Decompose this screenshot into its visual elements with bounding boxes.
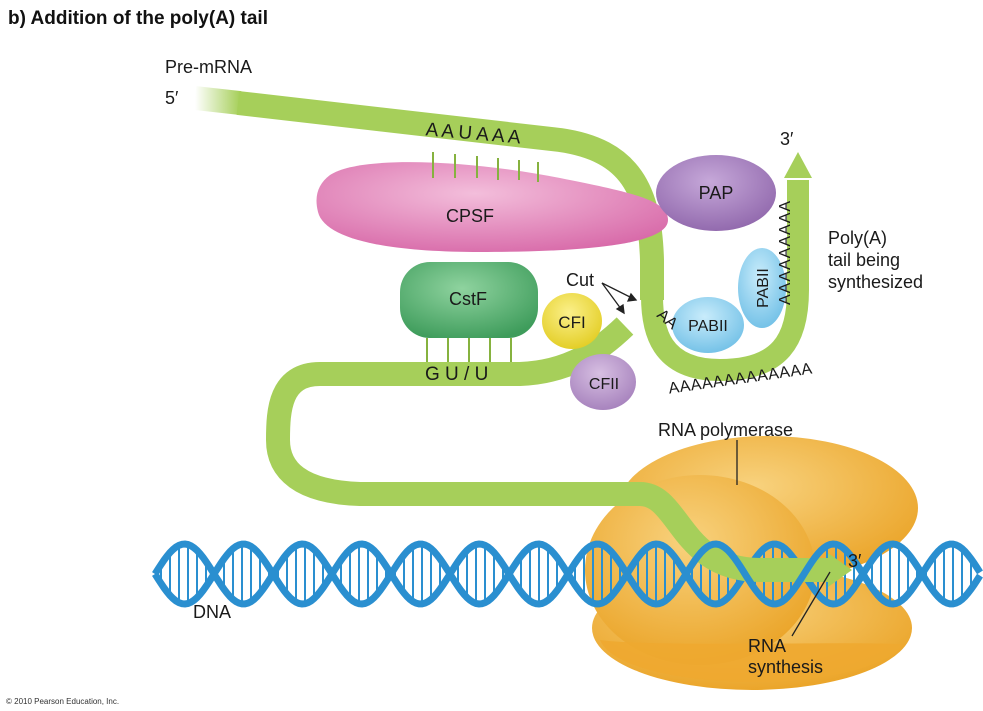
pre-mrna-label: Pre-mRNA <box>165 57 252 77</box>
cpsf-label: CPSF <box>446 206 494 226</box>
cfi-protein: CFI <box>542 293 602 349</box>
pabii-protein-vertical: PABII <box>738 248 786 328</box>
copyright-notice: © 2010 Pearson Education, Inc. <box>6 697 119 706</box>
pre-mrna-fade-start <box>193 86 242 115</box>
cpsf-shape <box>316 162 668 252</box>
polya-tail-arrowhead <box>784 152 812 178</box>
rna-synthesis-pointer <box>791 571 831 637</box>
gu-u-sequence: G U / U <box>425 364 488 385</box>
pabii-horizontal-label: PABII <box>688 318 728 335</box>
three-prime-rna-label: 3′ <box>848 551 862 571</box>
cut-label: Cut <box>566 270 594 290</box>
cstf-protein: CstF <box>400 262 538 338</box>
cfii-shape <box>570 354 636 410</box>
polya-label-line1: Poly(A) <box>828 228 887 248</box>
pabii-vertical-shape <box>738 248 786 328</box>
cstf-label: CstF <box>449 289 487 309</box>
pre-mrna-upstream <box>236 91 664 300</box>
cfi-shape <box>542 293 602 349</box>
cfii-label: CFII <box>589 376 619 393</box>
cfi-label: CFI <box>558 313 585 332</box>
polya-label-line3: synthesized <box>828 272 923 292</box>
gu-contacts <box>426 338 512 362</box>
aauaaa-contacts <box>432 152 539 182</box>
pap-label: PAP <box>699 183 734 203</box>
pre-mrna-strand <box>193 86 852 587</box>
dna-label: DNA <box>193 602 231 622</box>
rna-polymerase-label: RNA polymerase <box>658 420 793 440</box>
three-prime-tail-label: 3′ <box>780 129 794 149</box>
cstf-shape <box>400 262 538 338</box>
dna-strand-front <box>152 540 983 608</box>
figure-title: b) Addition of the poly(A) tail <box>8 8 268 29</box>
cut-arrows <box>601 282 638 315</box>
pabii-vertical-label: PABII <box>755 268 772 308</box>
pre-mrna-3prime-arrowhead <box>828 553 852 587</box>
pre-mrna-downstream <box>266 317 830 582</box>
pabii-horizontal-shape <box>672 297 744 353</box>
five-prime-label: 5′ <box>165 88 179 108</box>
rna-polymerase-front-lip <box>600 640 905 683</box>
polya-tail-strand <box>641 180 809 382</box>
pap-shape <box>656 155 776 231</box>
pabii-protein-horizontal: PABII <box>672 297 744 353</box>
cfii-protein: CFII <box>570 354 636 410</box>
dna-helix-front-strand <box>152 540 983 608</box>
polya-tail-sequence-vertical: AAAAAAAAA <box>777 200 794 305</box>
pap-protein: PAP <box>656 155 776 231</box>
rna-synthesis-label-line1: RNA <box>748 636 786 656</box>
rna-synthesis-label-line2: synthesis <box>748 657 823 677</box>
polya-label-line2: tail being <box>828 250 900 270</box>
polya-tail <box>641 152 812 382</box>
cpsf-protein: CPSF <box>316 162 668 252</box>
